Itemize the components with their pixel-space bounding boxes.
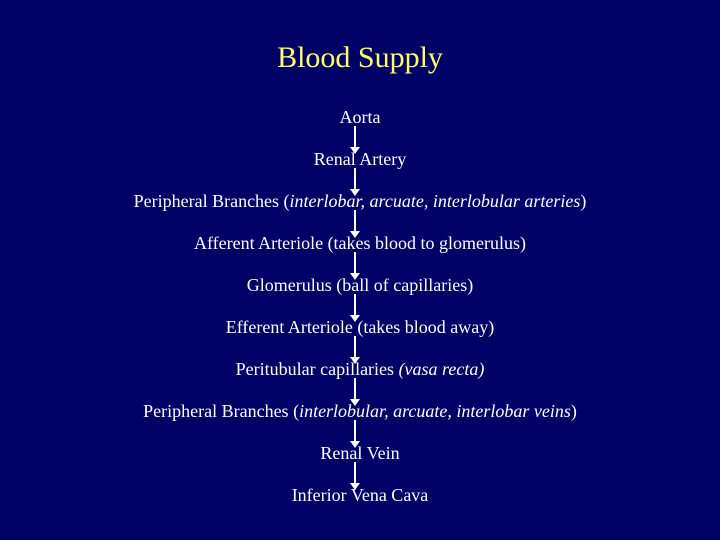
flow-step-4: Afferent Arteriole (takes blood to glome… <box>0 232 720 254</box>
down-arrow-icon <box>350 420 360 448</box>
step-text: Glomerulus (ball of capillaries) <box>246 275 474 295</box>
slide-title: Blood Supply <box>277 41 443 74</box>
flow-step-9: Renal Vein <box>0 442 720 464</box>
down-arrow-icon <box>350 378 360 406</box>
arrow-head <box>350 273 360 280</box>
step-text: Peripheral Branches ( <box>133 191 290 211</box>
arrow-shaft <box>354 210 356 233</box>
down-arrow-icon <box>350 126 360 154</box>
step-text: Afferent Arteriole (takes blood to glome… <box>193 233 527 253</box>
flow-step-7: Peritubular capillaries (vasa recta) <box>0 358 720 380</box>
arrow-head <box>350 147 360 154</box>
down-arrow-icon <box>350 294 360 322</box>
arrow-head <box>350 189 360 196</box>
step-text: Efferent Arteriole (takes blood away) <box>225 317 495 337</box>
step-text: Renal Vein <box>320 443 400 463</box>
flow-step-8: Peripheral Branches (interlobular, arcua… <box>0 400 720 422</box>
step-text: Peritubular capillaries <box>235 359 399 379</box>
arrow-shaft <box>354 126 356 149</box>
arrow-shaft <box>354 378 356 401</box>
step-text: ) <box>570 401 577 421</box>
down-arrow-icon <box>350 210 360 238</box>
step-italic-text: interlobular, arcuate, interlobar veins <box>299 401 571 421</box>
flow-step-6: Efferent Arteriole (takes blood away) <box>0 316 720 338</box>
step-text: Inferior Vena Cava <box>291 485 429 505</box>
step-text: Aorta <box>339 107 381 127</box>
step-text: Peripheral Branches ( <box>143 401 300 421</box>
arrow-head <box>350 357 360 364</box>
down-arrow-icon <box>350 252 360 280</box>
flow-step-3: Peripheral Branches (interlobar, arcuate… <box>0 190 720 212</box>
arrow-shaft <box>354 168 356 191</box>
arrow-shaft <box>354 462 356 485</box>
arrow-shaft <box>354 336 356 359</box>
down-arrow-icon <box>350 336 360 364</box>
down-arrow-icon <box>350 462 360 490</box>
flow-step-2: Renal Artery <box>0 148 720 170</box>
step-text: Renal Artery <box>313 149 407 169</box>
arrow-head <box>350 231 360 238</box>
flow-step-10: Inferior Vena Cava <box>0 484 720 506</box>
arrow-shaft <box>354 294 356 317</box>
flow-step-1: Aorta <box>0 106 720 128</box>
flow-step-5: Glomerulus (ball of capillaries) <box>0 274 720 296</box>
down-arrow-icon <box>350 168 360 196</box>
arrow-head <box>350 399 360 406</box>
arrow-shaft <box>354 252 356 275</box>
step-italic-text: interlobar, arcuate, interlobular arteri… <box>289 191 581 211</box>
step-text: ) <box>580 191 587 211</box>
arrow-head <box>350 483 360 490</box>
arrow-head <box>350 315 360 322</box>
step-italic-text: (vasa recta) <box>398 359 485 379</box>
arrow-head <box>350 441 360 448</box>
arrow-shaft <box>354 420 356 443</box>
